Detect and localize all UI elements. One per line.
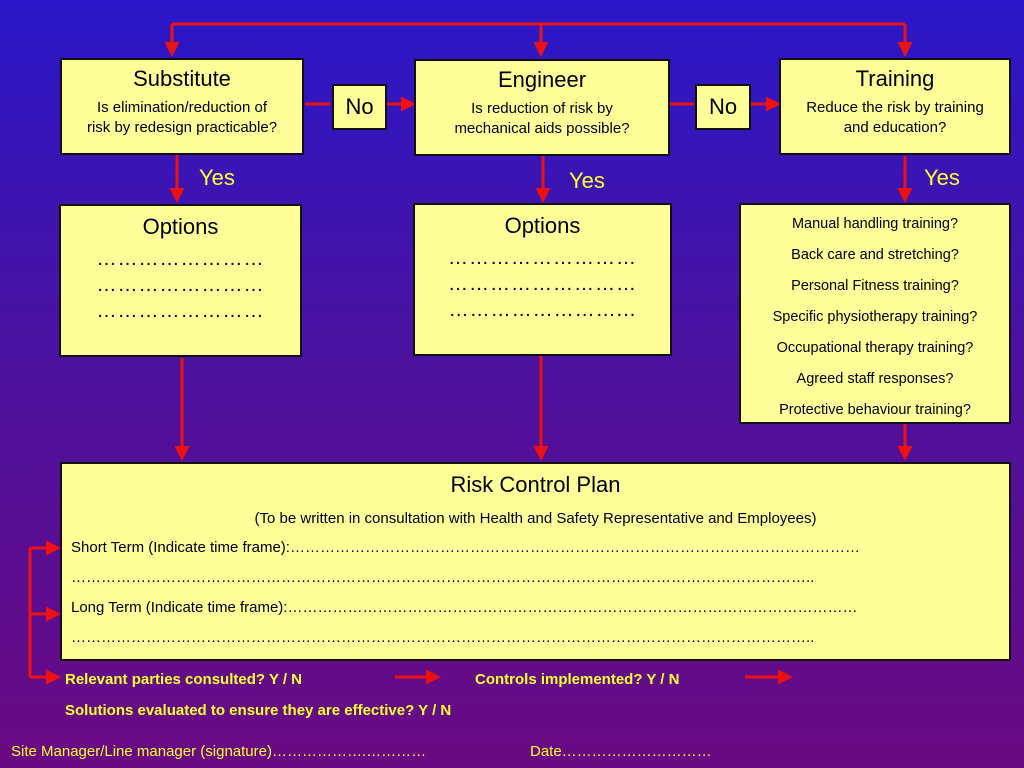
training-desc-line-1: Reduce the risk by training — [806, 99, 984, 116]
options-left-box: Options …………………… …………………… …………………… — [59, 204, 302, 357]
options-mid-title: Options — [504, 213, 581, 238]
no-label-1: No — [345, 94, 374, 119]
engineer-box: Engineer Is reduction of risk by mechani… — [414, 59, 670, 156]
short-term-field[interactable]: Short Term (Indicate time frame):…………………… — [71, 539, 860, 556]
long-term-field[interactable]: Long Term (Indicate time frame):……………………… — [71, 599, 858, 616]
yes-label-training: Yes — [924, 165, 960, 190]
controls-implemented: Controls implemented? Y / N — [475, 671, 680, 688]
plan-subtitle: (To be written in consultation with Heal… — [254, 510, 817, 527]
options-mid-line-1: ……………………… — [448, 247, 637, 269]
engineer-desc-line-2: mechanical aids possible? — [454, 120, 630, 137]
training-option-physiotherapy: Specific physiotherapy training? — [772, 309, 978, 325]
training-title: Training — [855, 66, 935, 91]
no-label-2: No — [708, 94, 738, 119]
yes-label-substitute: Yes — [199, 165, 235, 190]
options-mid-box: Options ……………………… ……………………… ……………………... — [413, 203, 672, 356]
options-mid-line-3: ……………………... — [448, 299, 637, 321]
long-term-continuation-field[interactable]: …………………………………………………………………………………………………………… — [71, 629, 815, 646]
solutions-evaluated: Solutions evaluated to ensure they are e… — [65, 702, 452, 719]
training-option-personal-fitness: Personal Fitness training? — [791, 278, 959, 294]
training-option-manual-handling: Manual handling training? — [791, 216, 959, 232]
options-left-line-2: …………………… — [96, 274, 265, 296]
options-mid-line-2: ……………………… — [448, 273, 637, 295]
training-desc-line-2: and education? — [843, 119, 947, 136]
training-options-list: Manual handling training? Back care and … — [741, 209, 1009, 426]
engineer-title: Engineer — [497, 67, 587, 92]
training-description: Reduce the risk by training and educatio… — [781, 98, 1009, 138]
options-left-title: Options — [142, 214, 219, 239]
plan-title: Risk Control Plan — [450, 472, 621, 497]
training-option-protective-behaviour: Protective behaviour training? — [779, 402, 971, 418]
options-left-line-1: …………………… — [96, 248, 265, 270]
short-term-continuation-field[interactable]: …………………………………………………………………………………………………………… — [71, 569, 815, 586]
signature-field[interactable]: Site Manager/Line manager (signature)………… — [11, 743, 427, 760]
risk-control-plan-box: Risk Control Plan (To be written in cons… — [60, 462, 1011, 661]
substitute-title: Substitute — [133, 66, 231, 91]
training-options-box: Manual handling training? Back care and … — [739, 203, 1011, 424]
engineer-description: Is reduction of risk by mechanical aids … — [416, 99, 668, 139]
substitute-desc-line-1: Is elimination/reduction of — [96, 99, 268, 116]
training-option-back-care: Back care and stretching? — [791, 247, 959, 263]
substitute-description: Is elimination/reduction of risk by rede… — [62, 98, 302, 138]
no-box-1: No — [332, 84, 387, 130]
date-field[interactable]: Date………………………… — [530, 743, 712, 760]
no-box-2: No — [695, 84, 751, 130]
relevant-parties-consulted: Relevant parties consulted? Y / N — [65, 671, 303, 688]
options-left-line-3: …………………… — [96, 300, 265, 322]
substitute-desc-line-2: risk by redesign practicable? — [86, 119, 278, 136]
training-box: Training Reduce the risk by training and… — [779, 58, 1011, 155]
training-option-occupational-therapy: Occupational therapy training? — [776, 340, 974, 356]
yes-label-engineer: Yes — [569, 168, 605, 193]
substitute-box: Substitute Is elimination/reduction of r… — [60, 58, 304, 155]
engineer-desc-line-1: Is reduction of risk by — [471, 100, 613, 117]
training-option-staff-responses: Agreed staff responses? — [796, 371, 954, 387]
